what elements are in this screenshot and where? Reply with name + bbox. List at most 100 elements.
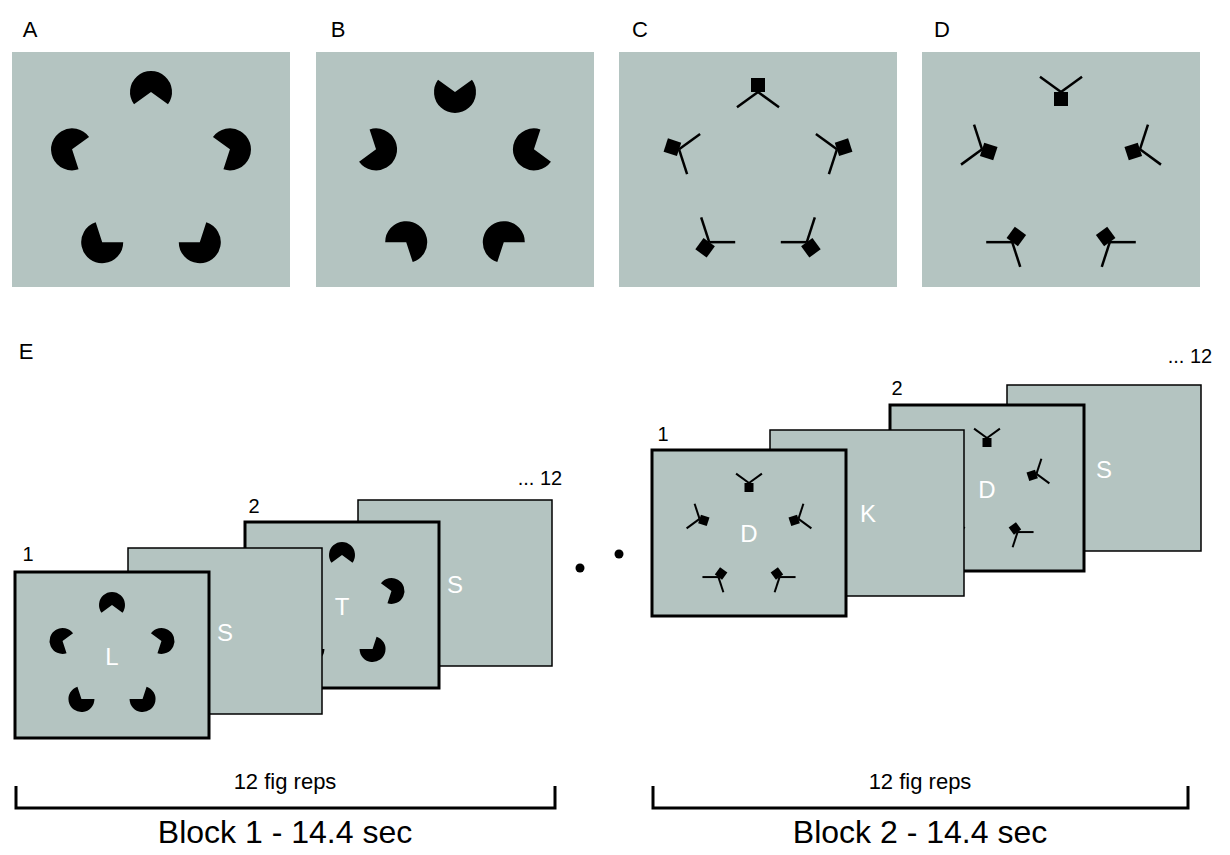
- junction-arm: [829, 149, 837, 174]
- pacman-inducer: [130, 687, 156, 712]
- panel-letter: E: [19, 341, 34, 363]
- junction-arm: [798, 504, 803, 519]
- junction-body: [1054, 92, 1068, 106]
- junction-body: [789, 515, 800, 526]
- block-label: Block 2 - 14.4 sec: [793, 816, 1047, 848]
- pacman-inducer: [50, 628, 74, 654]
- pacman-inducer: [385, 221, 427, 262]
- junction-body: [980, 143, 998, 161]
- junction-arm: [1110, 241, 1136, 244]
- junction-arm: [807, 217, 815, 242]
- stimulus-panel: [619, 52, 897, 287]
- repetition-count: 12 fig reps: [869, 771, 972, 793]
- panel-letter: A: [23, 19, 38, 41]
- junction-body: [751, 78, 765, 92]
- pacman-inducer: [51, 128, 89, 170]
- frame-number: 1: [657, 424, 668, 444]
- target-letter: S: [217, 621, 233, 645]
- stimulus-panel: [922, 52, 1200, 287]
- frame-number: 2: [248, 496, 259, 516]
- pacman-inducer: [360, 637, 386, 662]
- junction-arm: [775, 577, 780, 592]
- pacman-inducer: [99, 592, 125, 613]
- pacman-inducer: [359, 128, 397, 170]
- junction-body: [1027, 470, 1038, 481]
- junction-body: [1007, 227, 1027, 247]
- ellipsis-dot: [576, 564, 585, 573]
- junction-arm: [679, 134, 700, 149]
- target-letter: L: [105, 645, 118, 669]
- panel-letter: B: [331, 19, 346, 41]
- junction-body: [664, 138, 682, 156]
- junction-arm: [986, 241, 1012, 244]
- junction-arm: [736, 474, 749, 483]
- junction-arm: [961, 149, 982, 164]
- junction-arm: [1040, 77, 1061, 92]
- block-label: Block 1 - 14.4 sec: [158, 816, 412, 848]
- junction-arm: [816, 134, 837, 149]
- junction-body: [715, 567, 728, 580]
- figure-group: [15, 71, 1201, 738]
- junction-body: [745, 483, 754, 492]
- pacman-inducer: [68, 687, 94, 712]
- stimulus-panel: [316, 52, 594, 287]
- junction-arm: [1036, 474, 1049, 483]
- pacman-inducer: [130, 71, 172, 104]
- pacman-inducer: [329, 542, 355, 563]
- junction-arm: [1012, 242, 1020, 267]
- trial-frame: [15, 572, 209, 738]
- pacman-inducer: [179, 222, 221, 263]
- junction-body: [983, 438, 992, 447]
- junction-body: [695, 238, 715, 258]
- junction-body: [1096, 227, 1116, 247]
- target-letter: D: [740, 522, 757, 546]
- frame-number: 1: [22, 544, 33, 564]
- pacman-inducer: [81, 222, 123, 263]
- junction-arm: [1036, 459, 1041, 474]
- target-letter: S: [1096, 458, 1112, 482]
- junction-body: [801, 238, 821, 258]
- panel-letter: C: [632, 19, 648, 41]
- junction-arm: [780, 576, 796, 578]
- ellipsis-dot: [615, 550, 624, 559]
- panel-letter: D: [934, 19, 950, 41]
- pacman-inducer: [381, 578, 405, 604]
- junction-arm: [1018, 531, 1034, 533]
- junction-arm: [702, 576, 718, 578]
- target-letter: K: [860, 502, 876, 526]
- frame-number: ... 12: [518, 468, 562, 488]
- junction-arm: [987, 429, 1000, 438]
- frame-number: ... 12: [1168, 346, 1212, 366]
- junction-arm: [1140, 149, 1161, 164]
- junction-body: [771, 567, 784, 580]
- junction-arm: [1140, 125, 1148, 150]
- target-letter: D: [978, 478, 995, 502]
- junction-body: [1124, 143, 1142, 161]
- repetition-count: 12 fig reps: [234, 771, 337, 793]
- junction-arm: [974, 429, 987, 438]
- junction-arm: [974, 125, 982, 150]
- junction-arm: [1102, 242, 1110, 267]
- junction-body: [835, 138, 853, 156]
- stimulus-panel: [12, 52, 290, 287]
- junction-body: [698, 515, 709, 526]
- junction-arm: [781, 241, 807, 244]
- junction-arm: [1013, 532, 1018, 547]
- junction-arm: [737, 92, 758, 107]
- pacman-inducer: [213, 128, 251, 170]
- target-letter: T: [335, 595, 350, 619]
- frame-number: 2: [891, 378, 902, 398]
- target-letter: S: [447, 573, 463, 597]
- pacman-inducer: [483, 221, 525, 262]
- pacman-inducer: [151, 628, 175, 654]
- pacman-inducer: [434, 80, 476, 113]
- junction-arm: [718, 577, 723, 592]
- pacman-inducer: [513, 128, 551, 170]
- junction-arm: [695, 504, 700, 519]
- junction-arm: [758, 92, 779, 107]
- junction-arm: [1061, 77, 1082, 92]
- junction-arm: [679, 149, 687, 174]
- junction-arm: [701, 217, 709, 242]
- junction-body: [1009, 522, 1022, 535]
